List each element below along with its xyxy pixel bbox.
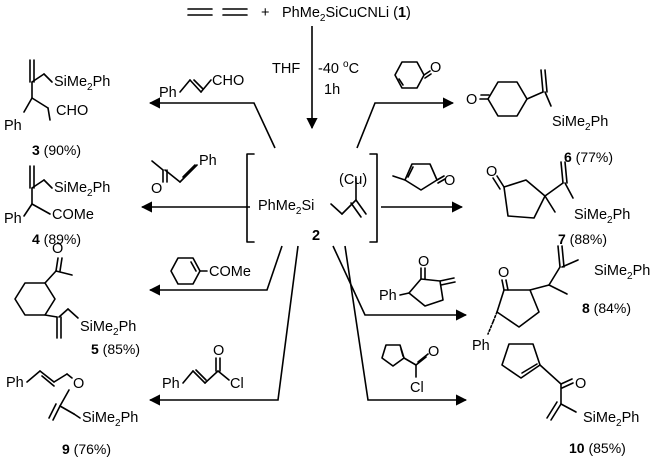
butadiene-structure (187, 8, 248, 16)
product-9-label: 9 (76%) (62, 441, 111, 457)
condition-temperature: -40 oC (318, 59, 359, 77)
product-10-label: 10 (85%) (569, 440, 626, 456)
reagent-4-oxygen: O (151, 181, 162, 197)
product-7-oxygen: O (486, 164, 497, 180)
product-7-structure (492, 161, 574, 219)
product-3-silyl: SiMe2Ph (54, 74, 110, 93)
reagent-8-phenyl: Ph (379, 288, 397, 304)
arrow-to-10 (344, 245, 468, 406)
condition-time: 1h (324, 82, 340, 98)
intermediate-copper: (Cu) (339, 172, 367, 188)
product-3-phenyl: Ph (4, 118, 22, 134)
reagent-5-acetyl: COMe (209, 264, 251, 280)
condition-solvent: THF (272, 61, 300, 77)
product-8-silyl: SiMe2Ph (594, 263, 650, 282)
reagent-9-structure (182, 357, 230, 384)
product-8-oxygen: O (498, 265, 509, 281)
arrow-to-9 (148, 245, 299, 406)
reagent-6-oxygen: O (430, 60, 441, 76)
product-7-label: 7 (88%) (558, 231, 607, 247)
reagent-4-phenyl: Ph (199, 153, 217, 169)
reagent-5-ring (170, 257, 208, 285)
product-6-oxygen: O (466, 92, 477, 108)
reagent-9-chloride: Cl (230, 376, 244, 392)
product-6-label: 6 (77%) (564, 149, 613, 165)
arrow-to-5 (148, 245, 283, 296)
arrow-to-8 (332, 245, 468, 321)
product-5-label: 5 (85%) (91, 341, 140, 357)
reagent-8-oxygen: O (418, 254, 429, 270)
reagent-10-chloride: Cl (410, 380, 424, 396)
product-4-phenyl: Ph (4, 211, 22, 227)
reagent-7-oxygen: O (444, 173, 455, 189)
product-9-silyl: SiMe2Ph (82, 410, 138, 429)
reagent-6-ring (394, 61, 432, 89)
intermediate-number: 2 (312, 228, 320, 244)
product-4-silyl: SiMe2Ph (54, 180, 110, 199)
reagent-4-structure (151, 160, 198, 183)
intermediate-structure (330, 177, 367, 218)
reagent-3-structure (179, 79, 212, 93)
reagent-8-structure (399, 267, 456, 307)
product-9-oxygen: O (73, 376, 84, 392)
reagent-7-ring (392, 163, 446, 191)
product-10-oxygen: O (575, 376, 586, 392)
reagent-3-phenyl: Ph (159, 85, 177, 101)
product-9-structure (26, 370, 81, 421)
reagent-3-aldehyde: CHO (212, 73, 244, 89)
reagent-10-oxygen: O (428, 344, 439, 360)
plus-sign: + (261, 5, 269, 21)
reagent-9-phenyl: Ph (162, 376, 180, 392)
product-8-label: 8 (84%) (582, 300, 631, 316)
reagent-10-structure (381, 344, 429, 378)
product-4-structure (23, 165, 53, 217)
product-5-oxygen: O (52, 241, 63, 257)
product-10-silyl: SiMe2Ph (583, 410, 639, 429)
product-10-structure (501, 343, 577, 421)
arrow-to-3 (148, 97, 276, 149)
reagent-9-oxygen: O (213, 343, 224, 359)
product-4-label: 4 (89%) (32, 231, 81, 247)
product-3-label: 3 (90%) (32, 142, 81, 158)
product-7-silyl: SiMe2Ph (574, 207, 630, 226)
product-4-acetyl: COMe (52, 207, 94, 223)
intermediate-brackets (246, 153, 378, 243)
product-3-structure (23, 59, 53, 121)
product-6-structure (479, 69, 552, 117)
product-5-silyl: SiMe2Ph (80, 319, 136, 338)
product-3-aldehyde: CHO (56, 103, 88, 119)
product-6-silyl: SiMe2Ph (552, 114, 608, 133)
product-5-structure (14, 257, 79, 339)
reagent-1-formula: PhMe2SiCuCNLi (1) (282, 5, 411, 24)
product-9-phenyl: Ph (6, 375, 24, 391)
product-8-phenyl: Ph (472, 338, 490, 354)
product-8-structure (487, 245, 579, 335)
arrow-to-6 (356, 97, 455, 149)
intermediate-si-group: PhMe2Si (258, 198, 314, 217)
